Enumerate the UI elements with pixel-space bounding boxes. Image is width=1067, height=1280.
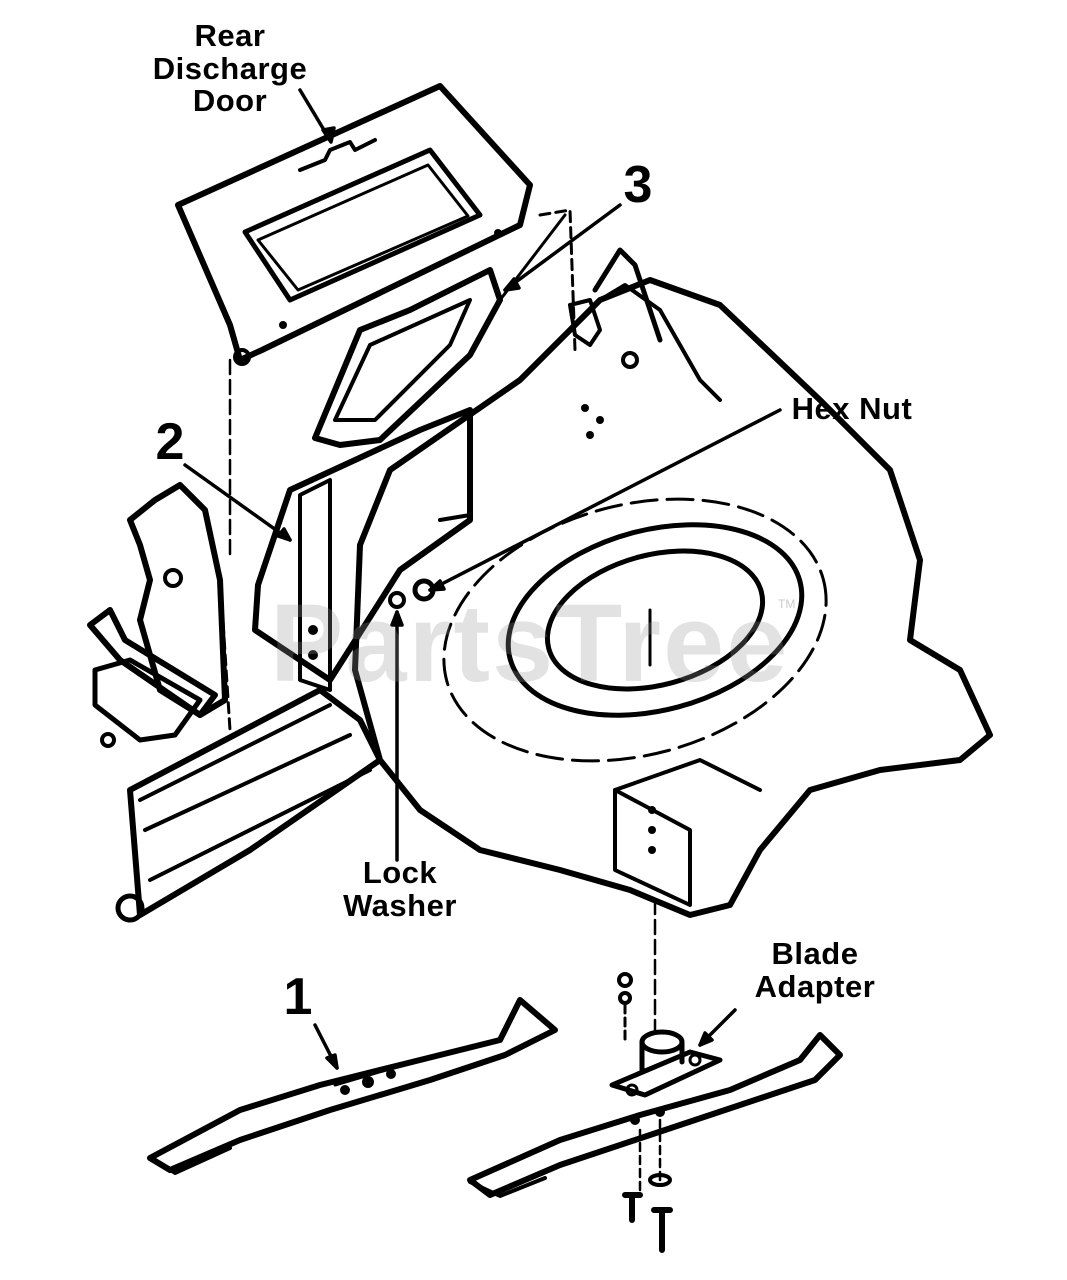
label-adapter: Adapter xyxy=(754,968,876,1004)
label-hex-nut: Hex Nut xyxy=(791,391,913,426)
mulch-plate-part-2 xyxy=(252,407,473,692)
label-washer: Washer xyxy=(343,887,457,923)
label-blade-adapter: Blade Adapter xyxy=(740,936,890,1004)
label-rear: Rear xyxy=(194,18,266,53)
rear-baffle xyxy=(115,687,383,923)
label-lock-washer: Lock Washer xyxy=(330,855,470,923)
mower-deck-housing xyxy=(352,247,993,918)
leader-lines xyxy=(183,88,782,1070)
hinge-bracket xyxy=(87,482,232,748)
label-discharge: Discharge xyxy=(152,50,308,86)
watermark: PartsTree xyxy=(270,582,790,705)
blade-part-1 xyxy=(147,997,558,1175)
label-door: Door xyxy=(192,83,268,119)
callout-3: 3 xyxy=(623,156,653,214)
watermark-tm: TM xyxy=(778,597,796,611)
discharge-chute-part-3 xyxy=(312,208,577,448)
rear-discharge-door xyxy=(175,83,533,366)
label-lock: Lock xyxy=(362,855,438,890)
callout-1: 1 xyxy=(283,968,313,1026)
callout-2: 2 xyxy=(155,413,185,471)
blade-adapter-assembly xyxy=(467,972,843,1253)
label-blade: Blade xyxy=(771,936,859,971)
label-rear-discharge-door: Rear Discharge Door xyxy=(140,18,320,119)
